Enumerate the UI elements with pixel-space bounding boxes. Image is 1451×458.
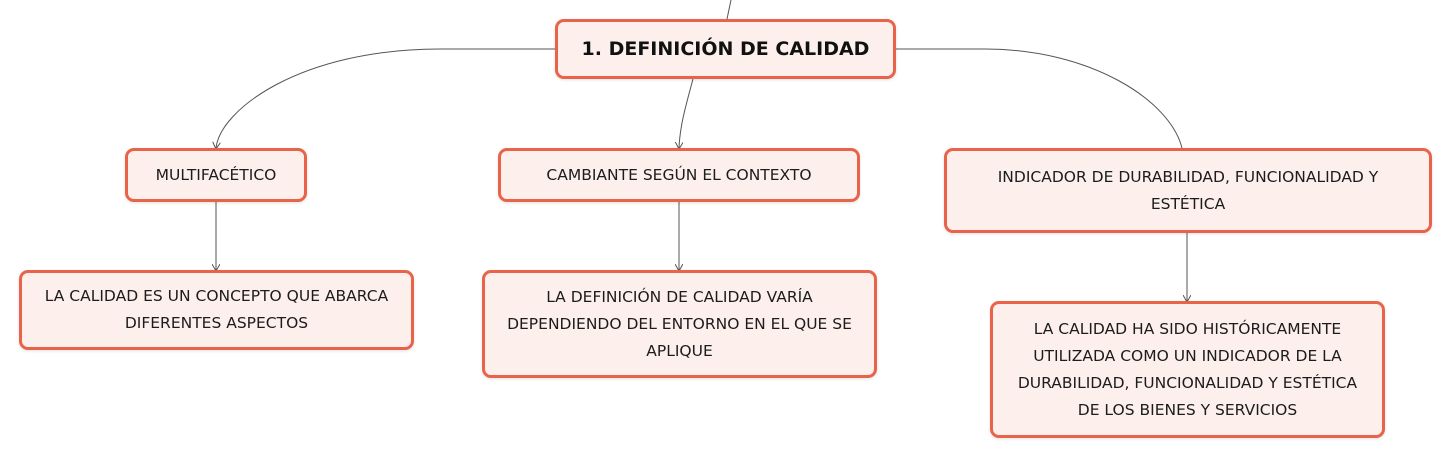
detail-node-multifacetico[interactable]: LA CALIDAD ES UN CONCEPTO QUE ABARCA DIF… xyxy=(19,270,414,350)
root-topic-node[interactable]: 1. DEFINICIÓN DE CALIDAD xyxy=(555,19,896,79)
detail-node-label: LA CALIDAD HA SIDO HISTÓRICAMENTE UTILIZ… xyxy=(1017,319,1358,419)
detail-node-cambiante[interactable]: LA DEFINICIÓN DE CALIDAD VARÍA DEPENDIEN… xyxy=(482,270,877,378)
incoming-parent-connector xyxy=(726,0,732,20)
branch-topic-label: INDICADOR DE DURABILIDAD, FUNCIONALIDAD … xyxy=(997,167,1379,213)
detail-node-label: LA DEFINICIÓN DE CALIDAD VARÍA DEPENDIEN… xyxy=(507,287,852,360)
detail-node-label: LA CALIDAD ES UN CONCEPTO QUE ABARCA DIF… xyxy=(44,287,389,332)
connector-root-to-cambiante xyxy=(679,78,694,148)
detail-node-indicador[interactable]: LA CALIDAD HA SIDO HISTÓRICAMENTE UTILIZ… xyxy=(990,301,1385,438)
branch-topic-multifacetico[interactable]: MULTIFACÉTICO xyxy=(125,148,307,202)
branch-topic-cambiante[interactable]: CAMBIANTE SEGÚN EL CONTEXTO xyxy=(498,148,860,202)
root-topic-label: 1. DEFINICIÓN DE CALIDAD xyxy=(581,37,870,60)
connector-root-to-multifacetico xyxy=(216,48,556,148)
branch-topic-label: CAMBIANTE SEGÚN EL CONTEXTO xyxy=(546,165,812,184)
branch-topic-label: MULTIFACÉTICO xyxy=(155,165,277,184)
branch-topic-indicador[interactable]: INDICADOR DE DURABILIDAD, FUNCIONALIDAD … xyxy=(944,148,1432,233)
connector-root-to-indicador xyxy=(895,48,1183,149)
